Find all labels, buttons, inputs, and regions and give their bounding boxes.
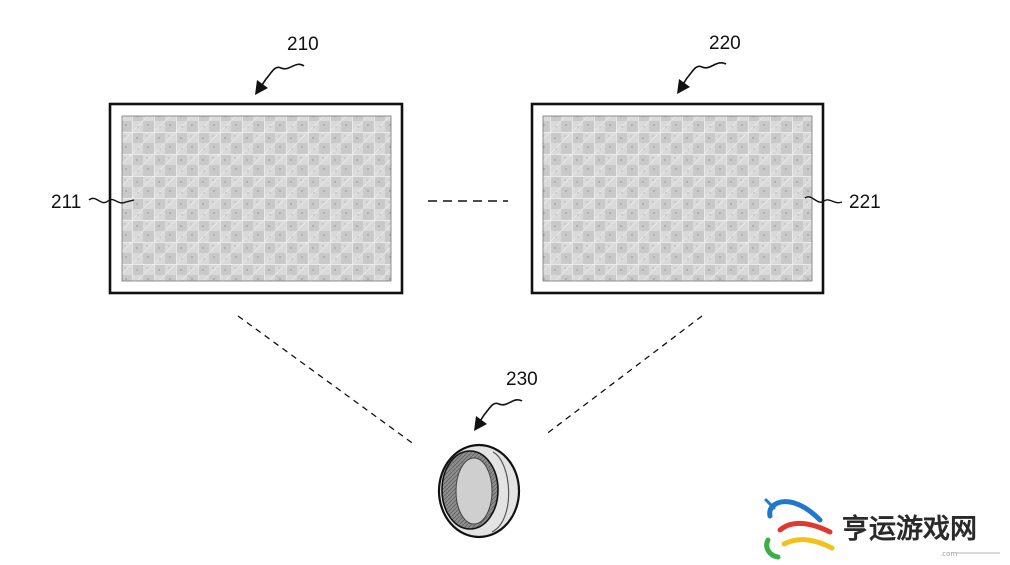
- label-211: 211: [51, 192, 81, 213]
- display-screen-left: [121, 115, 392, 282]
- watermark: 亨运游戏网 .com: [764, 498, 1000, 560]
- display-screen-right: [542, 115, 813, 282]
- label-221: 221: [849, 192, 881, 213]
- leader-line-211: [88, 197, 135, 204]
- label-210: 210: [287, 34, 319, 55]
- leader-arrow-210: [255, 63, 305, 95]
- dashed-line-right-to-ring: [544, 315, 703, 436]
- dashed-line-left-to-ring: [237, 315, 416, 446]
- label-230: 230: [506, 369, 538, 390]
- label-220: 220: [709, 33, 741, 54]
- watermark-domain: .com: [940, 550, 957, 558]
- leader-arrow-230: [474, 399, 523, 431]
- watermark-logo-icon: [764, 498, 835, 560]
- leader-arrow-220: [677, 62, 727, 94]
- watermark-text: 亨运游戏网: [842, 513, 977, 545]
- leader-line-221: [804, 196, 843, 204]
- display-220: [530, 102, 825, 295]
- ring-device-230: [437, 443, 521, 539]
- display-210: [108, 102, 404, 295]
